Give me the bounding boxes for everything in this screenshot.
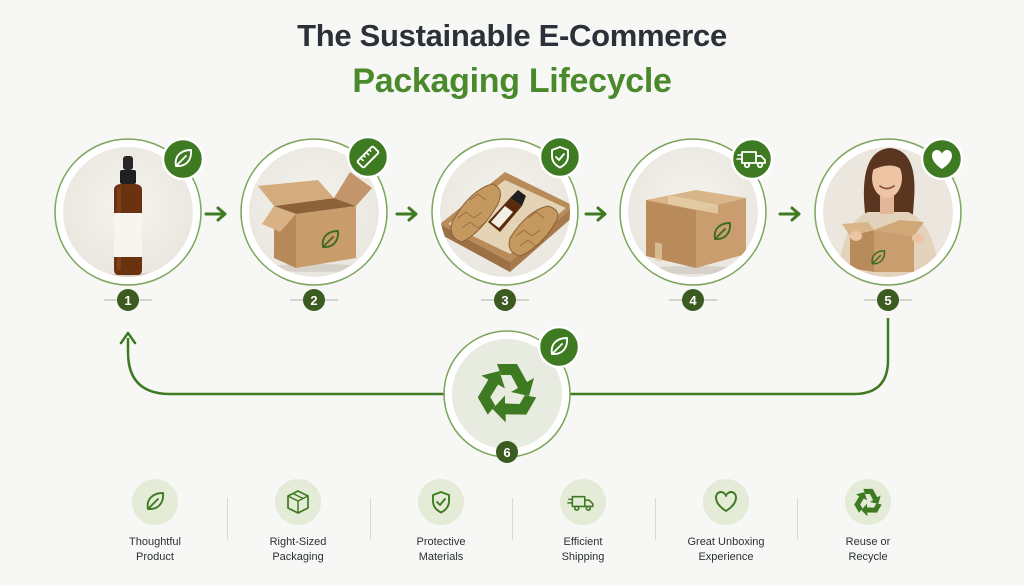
step-3: 3 [431,135,582,311]
step-5-number: 5 [884,293,891,308]
step-3-number: 3 [501,293,508,308]
step-2-image-open-box [249,147,379,277]
arrow-1-to-2 [204,206,227,222]
step-6: 6 [443,325,581,463]
shield-check-icon [432,491,450,514]
legend-label-line-1: Thoughtful [129,536,181,548]
step-5: 5 [814,137,964,311]
title-line-1: The Sustainable E-Commerce [297,18,727,53]
box-icon [287,490,309,514]
step-2: 2 [240,135,390,311]
legend-divider [655,498,656,540]
legend-label-line-2: Product [136,551,174,563]
legend-divider [370,498,371,540]
truck-icon [567,495,594,511]
step-6-number: 6 [503,445,510,460]
legend-divider [512,498,513,540]
step-6-recycle-symbol [469,364,537,430]
legend-label-line-2: Packaging [272,551,324,563]
legend-divider [797,498,798,540]
arrow-3-to-4 [584,206,607,222]
return-loop-arrowhead [119,331,137,345]
step-4-number: 4 [689,293,697,308]
step-1: 1 [54,137,205,311]
step-5-image-woman-unboxing [823,147,953,277]
step-2-badge [346,135,390,179]
heart-icon [715,491,737,512]
legend-label-line-1: Efficient [563,536,603,548]
legend-divider [227,498,228,540]
legend-label-line-1: Protective [416,536,466,548]
recycle-icon [853,488,882,517]
legend-label-line-1: Great Unboxing [687,536,765,548]
legend-label-line-2: Shipping [561,551,605,563]
step-4: 4 [619,137,774,311]
return-loop-path [126,318,890,396]
step-4-image-sealed-box [628,147,758,277]
step-2-number: 2 [310,293,317,308]
leaf-icon [146,492,165,511]
arrow-4-to-5 [778,206,801,222]
arrow-2-to-3 [395,206,418,222]
step-4-badge [730,137,774,181]
step-3-badge [538,135,582,179]
title-line-2: Packaging Lifecycle [352,62,672,100]
step-3-image-wrapped-bottle [440,147,570,277]
step-1-number: 1 [124,293,131,308]
legend-label-line-2: Experience [698,551,754,563]
legend-label-line-2: Recycle [848,551,888,563]
legend-item-reuse-or-recycle: Reuse or Recycle [793,475,943,565]
legend-label-line-1: Right-Sized [269,536,327,548]
legend-label-line-1: Reuse or [845,536,891,548]
legend-label-line-2: Materials [418,551,464,563]
